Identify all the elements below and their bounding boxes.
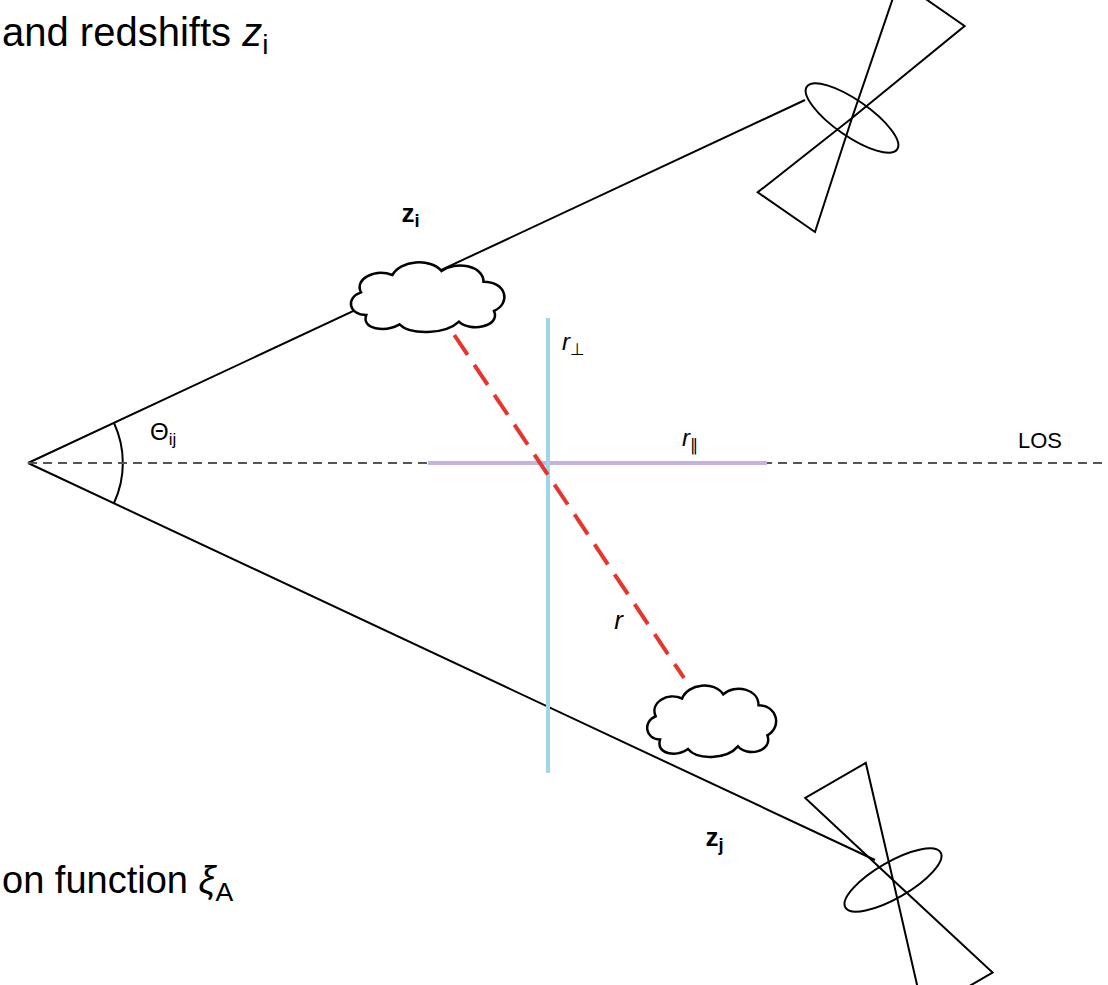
figure-label: r∥ bbox=[682, 424, 698, 456]
text-part: Θ bbox=[150, 418, 169, 445]
math-symbol: r bbox=[562, 328, 570, 355]
edge-label: r bbox=[614, 605, 623, 636]
cloud-outline bbox=[638, 678, 785, 760]
cloud-shape bbox=[647, 686, 776, 757]
antenna-cone bbox=[893, 880, 993, 985]
cloud-shape bbox=[351, 262, 504, 332]
figure-label: LOS bbox=[1018, 428, 1062, 454]
text-part: z bbox=[705, 822, 718, 852]
antenna-dish bbox=[797, 72, 908, 164]
figure-label: and redshifts zi bbox=[2, 8, 268, 62]
math-symbol: r bbox=[614, 605, 623, 635]
los-line bbox=[28, 462, 1108, 464]
text-part: on function bbox=[2, 859, 198, 901]
sight-line bbox=[28, 100, 805, 463]
subscript: j bbox=[718, 835, 723, 855]
redshift-label: zj bbox=[705, 822, 723, 857]
parallel-axis bbox=[428, 461, 767, 465]
math-symbol: z bbox=[242, 10, 262, 54]
cloud-node: zj bbox=[638, 678, 785, 760]
antenna-cone bbox=[852, 0, 965, 118]
math-symbol: r bbox=[682, 424, 690, 451]
math-symbol: ξ bbox=[198, 859, 215, 901]
antenna-cone bbox=[805, 763, 893, 880]
sight-line bbox=[28, 463, 875, 860]
subscript: ∥ bbox=[690, 436, 698, 455]
figure-label: r⊥ bbox=[562, 328, 585, 360]
cloud-node: zi bbox=[340, 255, 515, 335]
subscript: i bbox=[414, 211, 419, 231]
cloud-outline bbox=[340, 255, 515, 335]
subscript: ⊥ bbox=[570, 340, 585, 359]
subscript: A bbox=[215, 877, 233, 907]
text-part: LOS bbox=[1018, 428, 1062, 453]
separation-line bbox=[454, 335, 684, 678]
perpendicular-axis bbox=[546, 318, 550, 773]
subscript: ij bbox=[169, 430, 176, 449]
subscript: i bbox=[262, 29, 268, 60]
figure-label: on function ξA bbox=[2, 858, 233, 909]
antenna-dish bbox=[836, 837, 949, 923]
text-part: and redshifts bbox=[2, 10, 242, 54]
text-part: z bbox=[401, 198, 414, 228]
redshift-label: zi bbox=[401, 198, 419, 233]
figure-label: Θij bbox=[150, 418, 176, 450]
antenna-cone bbox=[758, 118, 852, 232]
